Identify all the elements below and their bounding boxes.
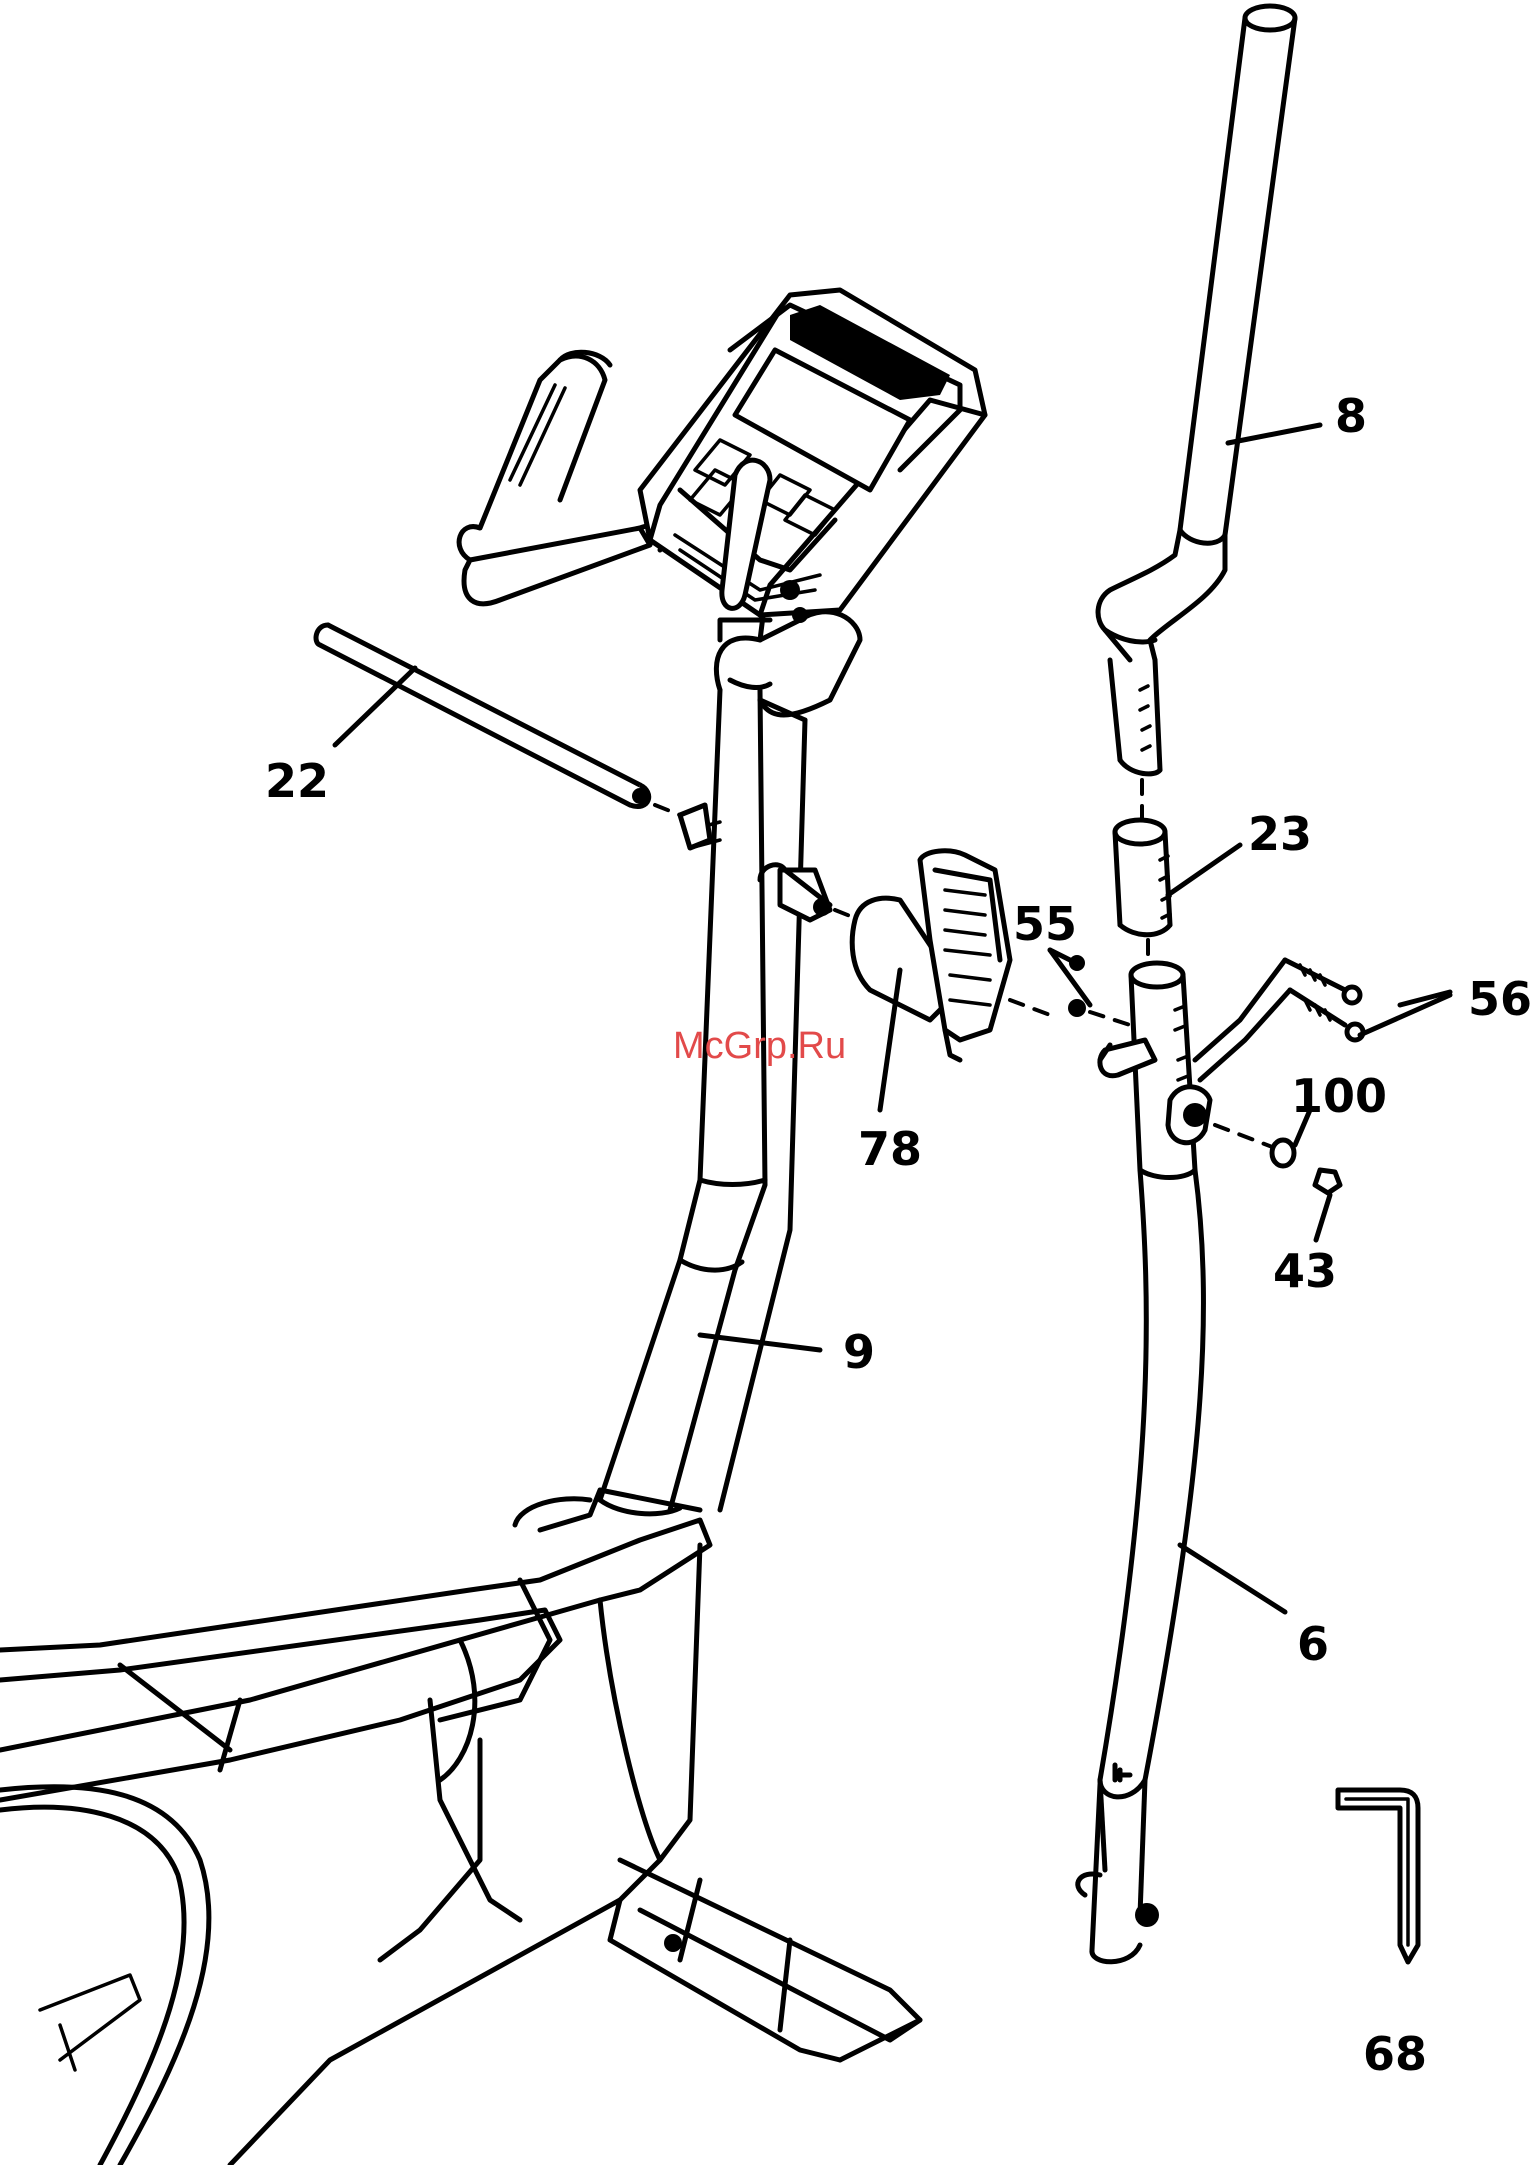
label-part-55: 55 bbox=[1013, 897, 1077, 951]
label-part-8: 8 bbox=[1335, 389, 1367, 443]
console-unit bbox=[640, 290, 985, 623]
label-part-9: 9 bbox=[843, 1325, 875, 1379]
label-part-43: 43 bbox=[1273, 1244, 1337, 1298]
label-part-6: 6 bbox=[1297, 1617, 1329, 1671]
label-part-78: 78 bbox=[858, 1122, 922, 1176]
base-frame bbox=[0, 1490, 920, 2165]
label-part-68: 68 bbox=[1363, 2027, 1427, 2081]
upper-handle-part-8 bbox=[1098, 6, 1295, 820]
allen-key-part-68 bbox=[1338, 1790, 1418, 1962]
connector-part-23 bbox=[1115, 820, 1170, 962]
label-part-56: 56 bbox=[1468, 972, 1532, 1026]
watermark: McGrp.Ru bbox=[673, 1025, 846, 1067]
label-part-23: 23 bbox=[1248, 807, 1312, 861]
leader-lines bbox=[335, 425, 1450, 1612]
bushing bbox=[760, 865, 860, 920]
label-part-22: 22 bbox=[265, 754, 329, 808]
bracket-part-78 bbox=[852, 851, 1050, 1060]
rod-part-22 bbox=[316, 625, 710, 848]
label-part-100: 100 bbox=[1291, 1069, 1387, 1123]
